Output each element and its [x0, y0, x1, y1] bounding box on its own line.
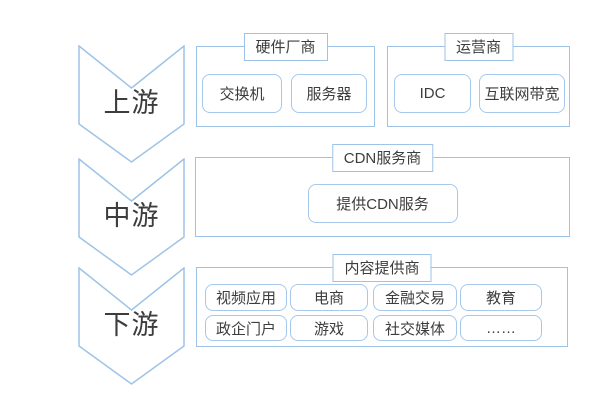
stage-label-midstream: 中游	[103, 201, 160, 231]
item-financial-trading: 金融交易	[373, 284, 457, 311]
item-provide-cdn-service: 提供CDN服务	[307, 184, 458, 223]
chevron-midstream-icon	[78, 158, 185, 276]
item-ecommerce: 电商	[290, 284, 368, 311]
group-content-providers: 内容提供商 视频应用 电商 金融交易 教育 政企门户 游戏 社交媒体 ……	[196, 254, 568, 347]
group-title-content-providers: 内容提供商	[332, 254, 432, 282]
group-carriers: 运营商 IDC 互联网带宽	[387, 33, 570, 127]
group-title-cdn-providers: CDN服务商	[331, 144, 434, 172]
item-social-media: 社交媒体	[373, 315, 457, 341]
item-video-apps: 视频应用	[205, 284, 287, 311]
group-cdn-providers: CDN服务商 提供CDN服务	[195, 144, 570, 237]
chevron-downstream-icon	[78, 267, 185, 385]
item-internet-bandwidth: 互联网带宽	[479, 74, 565, 113]
item-idc: IDC	[394, 74, 471, 113]
item-server: 服务器	[291, 74, 367, 113]
group-hardware-vendors: 硬件厂商 交换机 服务器	[196, 33, 375, 127]
item-switch: 交换机	[202, 74, 282, 113]
group-title-carriers: 运营商	[443, 33, 514, 61]
item-education: 教育	[460, 284, 542, 311]
stage-label-upstream: 上游	[103, 88, 160, 118]
item-government-enterprise-portal: 政企门户	[205, 315, 287, 341]
item-games: 游戏	[290, 315, 368, 341]
group-title-hardware-vendors: 硬件厂商	[243, 33, 328, 61]
stage-label-downstream: 下游	[103, 310, 160, 340]
item-ellipsis: ……	[460, 315, 542, 341]
chevron-upstream-icon	[78, 45, 185, 163]
